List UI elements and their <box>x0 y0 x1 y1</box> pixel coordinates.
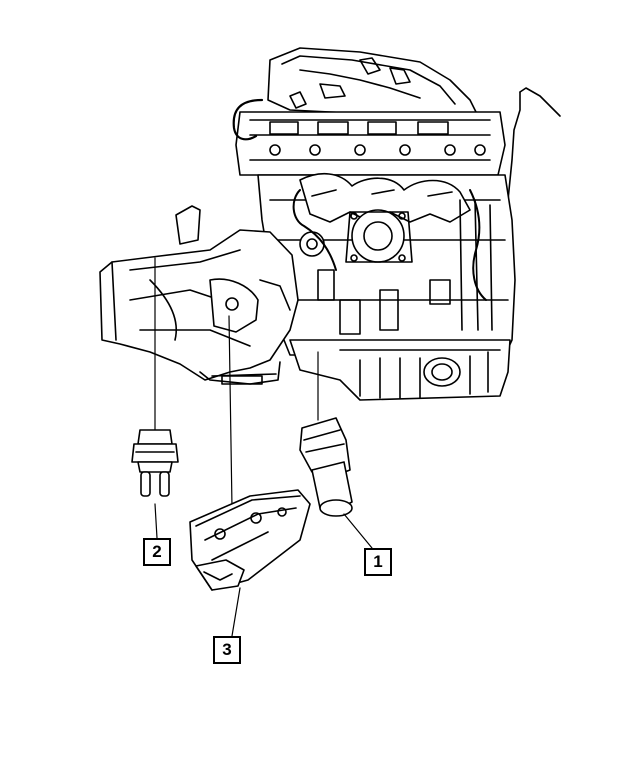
part-2-switch <box>131 257 179 539</box>
callout-3: 3 <box>213 636 241 664</box>
callout-2: 2 <box>143 538 171 566</box>
engine-block <box>232 47 561 401</box>
part-3-range-sensor <box>189 315 311 637</box>
part-1-sensor <box>299 351 373 549</box>
transmission-housing <box>99 205 299 385</box>
callout-1: 1 <box>364 548 392 576</box>
